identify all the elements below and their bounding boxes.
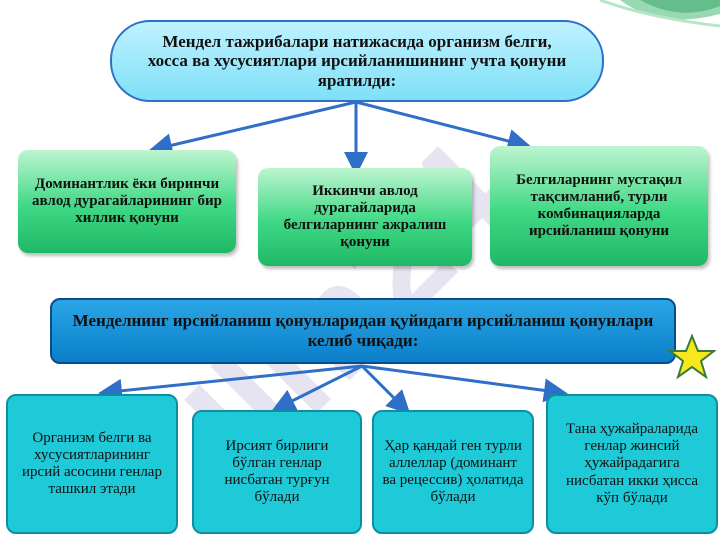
law-text: Доминантлик ёки биринчи авлод дурагайлар…	[32, 175, 222, 227]
consequence-box-somatic-cells: Тана ҳужайраларида генлар жинсий ҳужайра…	[546, 394, 718, 534]
consequence-text: Тана ҳужайраларида генлар жинсий ҳужайра…	[565, 420, 699, 506]
law-text: Белгиларнинг мустақил тақсимланиб, турли…	[516, 171, 682, 240]
law-box-dominance: Доминантлик ёки биринчи авлод дурагайлар…	[18, 150, 236, 253]
star-icon	[668, 334, 716, 380]
consequence-box-genes-basis: Организм белги ва хусусиятларининг ирсий…	[6, 394, 178, 534]
corner-decoration	[600, 0, 720, 28]
consequence-box-alleles: Ҳар қандай ген турли аллеллар (доминант …	[372, 410, 534, 534]
consequence-text: Организм белги ва хусусиятларининг ирсий…	[22, 429, 162, 498]
consequence-text: Ирсият бирлиги бўлган генлар нисбатан ту…	[224, 437, 330, 506]
law-box-segregation: Иккинчи авлод дурагайларида белгиларнинг…	[258, 168, 472, 266]
law-text: Иккинчи авлод дурагайларида белгиларнинг…	[283, 182, 447, 251]
derived-statement-box: Менделнинг ирсийланиш қонунларидан қуйид…	[50, 298, 676, 364]
main-statement-box: Мендел тажрибалари натижасида организм б…	[110, 20, 604, 102]
main-statement-text: Мендел тажрибалари натижасида организм б…	[147, 31, 567, 90]
consequence-text: Ҳар қандай ген турли аллеллар (доминант …	[382, 437, 524, 506]
law-box-independent-assortment: Белгиларнинг мустақил тақсимланиб, турли…	[490, 146, 708, 266]
consequence-box-genes-stable: Ирсият бирлиги бўлган генлар нисбатан ту…	[192, 410, 362, 534]
derived-statement-text: Менделнинг ирсийланиш қонунларидан қуйид…	[72, 311, 654, 350]
